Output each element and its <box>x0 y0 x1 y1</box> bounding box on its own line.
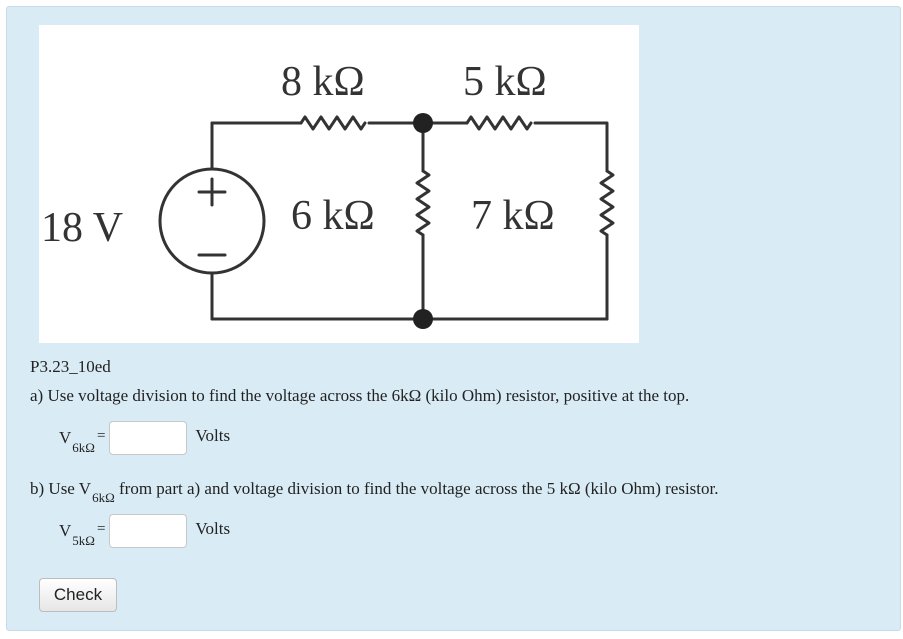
r7k-label: 7 kΩ <box>471 193 555 239</box>
source-label: 18 V <box>41 205 123 251</box>
node-top <box>413 113 433 133</box>
r5k-label: 5 kΩ <box>463 59 547 105</box>
resistor-5k <box>465 115 533 131</box>
wire-top-right <box>533 121 609 173</box>
part-b-subscript: 6kΩ <box>92 490 115 505</box>
v6k-var: V <box>59 428 72 447</box>
v5k-subscript: 5kΩ <box>72 533 95 548</box>
voltage-source <box>158 167 266 275</box>
node-bottom <box>413 309 433 329</box>
v5k-unit: Volts <box>195 519 231 538</box>
plus-sign <box>197 177 227 207</box>
v6k-equals: = <box>96 427 106 444</box>
part-b-suffix: from part a) and voltage division to fin… <box>114 479 719 498</box>
part-a-text: a) Use voltage division to find the volt… <box>30 386 690 405</box>
resistor-6k <box>415 169 431 237</box>
v5k-answer-input[interactable] <box>109 514 188 548</box>
question-panel: 18 V 8 kΩ 5 kΩ 6 kΩ 7 kΩ P3.23_10ed a) U… <box>6 6 901 631</box>
r8k-label: 8 kΩ <box>281 59 365 105</box>
v5k-equals: = <box>96 520 106 537</box>
part-b-prefix: b) Use V <box>30 479 92 498</box>
v6k-subscript: 6kΩ <box>72 440 95 455</box>
question-id: P3.23_10ed <box>30 357 111 376</box>
check-button[interactable]: Check <box>39 578 117 612</box>
circuit-figure: 18 V 8 kΩ 5 kΩ 6 kΩ 7 kΩ <box>39 25 639 343</box>
resistor-7k <box>599 169 615 237</box>
resistor-8k <box>299 115 367 131</box>
r6k-label: 6 kΩ <box>291 193 375 239</box>
part-b-text: b) Use V6kΩ from part a) and voltage div… <box>30 479 719 505</box>
v6k-unit: Volts <box>195 426 231 445</box>
v5k-var: V <box>59 521 72 540</box>
circuit-diagram: 18 V 8 kΩ 5 kΩ 6 kΩ 7 kΩ <box>41 59 615 329</box>
v6k-answer-input[interactable] <box>109 421 188 455</box>
